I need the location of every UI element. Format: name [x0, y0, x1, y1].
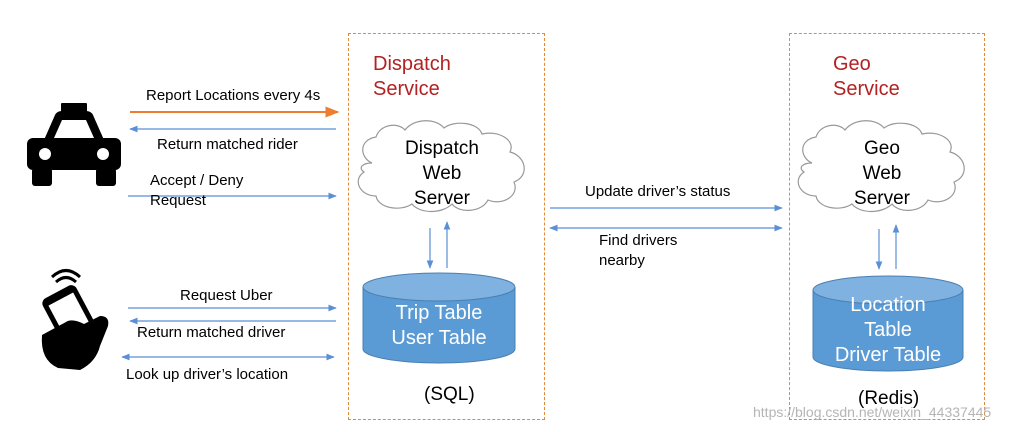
dispatch-storage-label: (SQL) — [424, 384, 475, 405]
lookup-location-label: Look up driver’s location — [126, 366, 289, 383]
find-drivers-label: Find drivers nearby — [599, 232, 678, 269]
update-status-label: Update driver’s status — [585, 183, 731, 200]
geo-cloud-shape — [797, 120, 965, 213]
dispatch-db-label: Trip Table User Table — [391, 302, 487, 349]
geo-storage-label: (Redis) — [858, 388, 920, 409]
accept-deny-label: Accept / Deny Request — [150, 172, 244, 209]
geo-service-title: Geo Service — [833, 53, 900, 100]
report-location-label: Report Locations every 4s — [146, 87, 321, 104]
phone-hand-icon — [41, 269, 109, 370]
geo-db-label: Location Table Driver Table — [834, 294, 942, 366]
dispatch-service-title: Dispatch Service — [373, 53, 451, 100]
return-driver-label: Return matched driver — [137, 324, 286, 341]
geo-web-server-label: Geo Web Server — [854, 138, 910, 209]
request-uber-label: Request Uber — [180, 287, 273, 304]
dispatch-web-server-label: Dispatch Web Server — [405, 138, 479, 209]
geo-service-box — [789, 33, 985, 420]
geo-database-cylinder — [812, 275, 964, 372]
dispatch-service-box — [348, 33, 545, 420]
dispatch-database-cylinder — [362, 272, 516, 364]
taxi-icon — [27, 103, 121, 186]
dispatch-cloud-shape — [357, 120, 525, 213]
watermark: https://blog.csdn.net/weixin_44337445 — [753, 404, 992, 420]
return-rider-label: Return matched rider — [157, 136, 298, 153]
